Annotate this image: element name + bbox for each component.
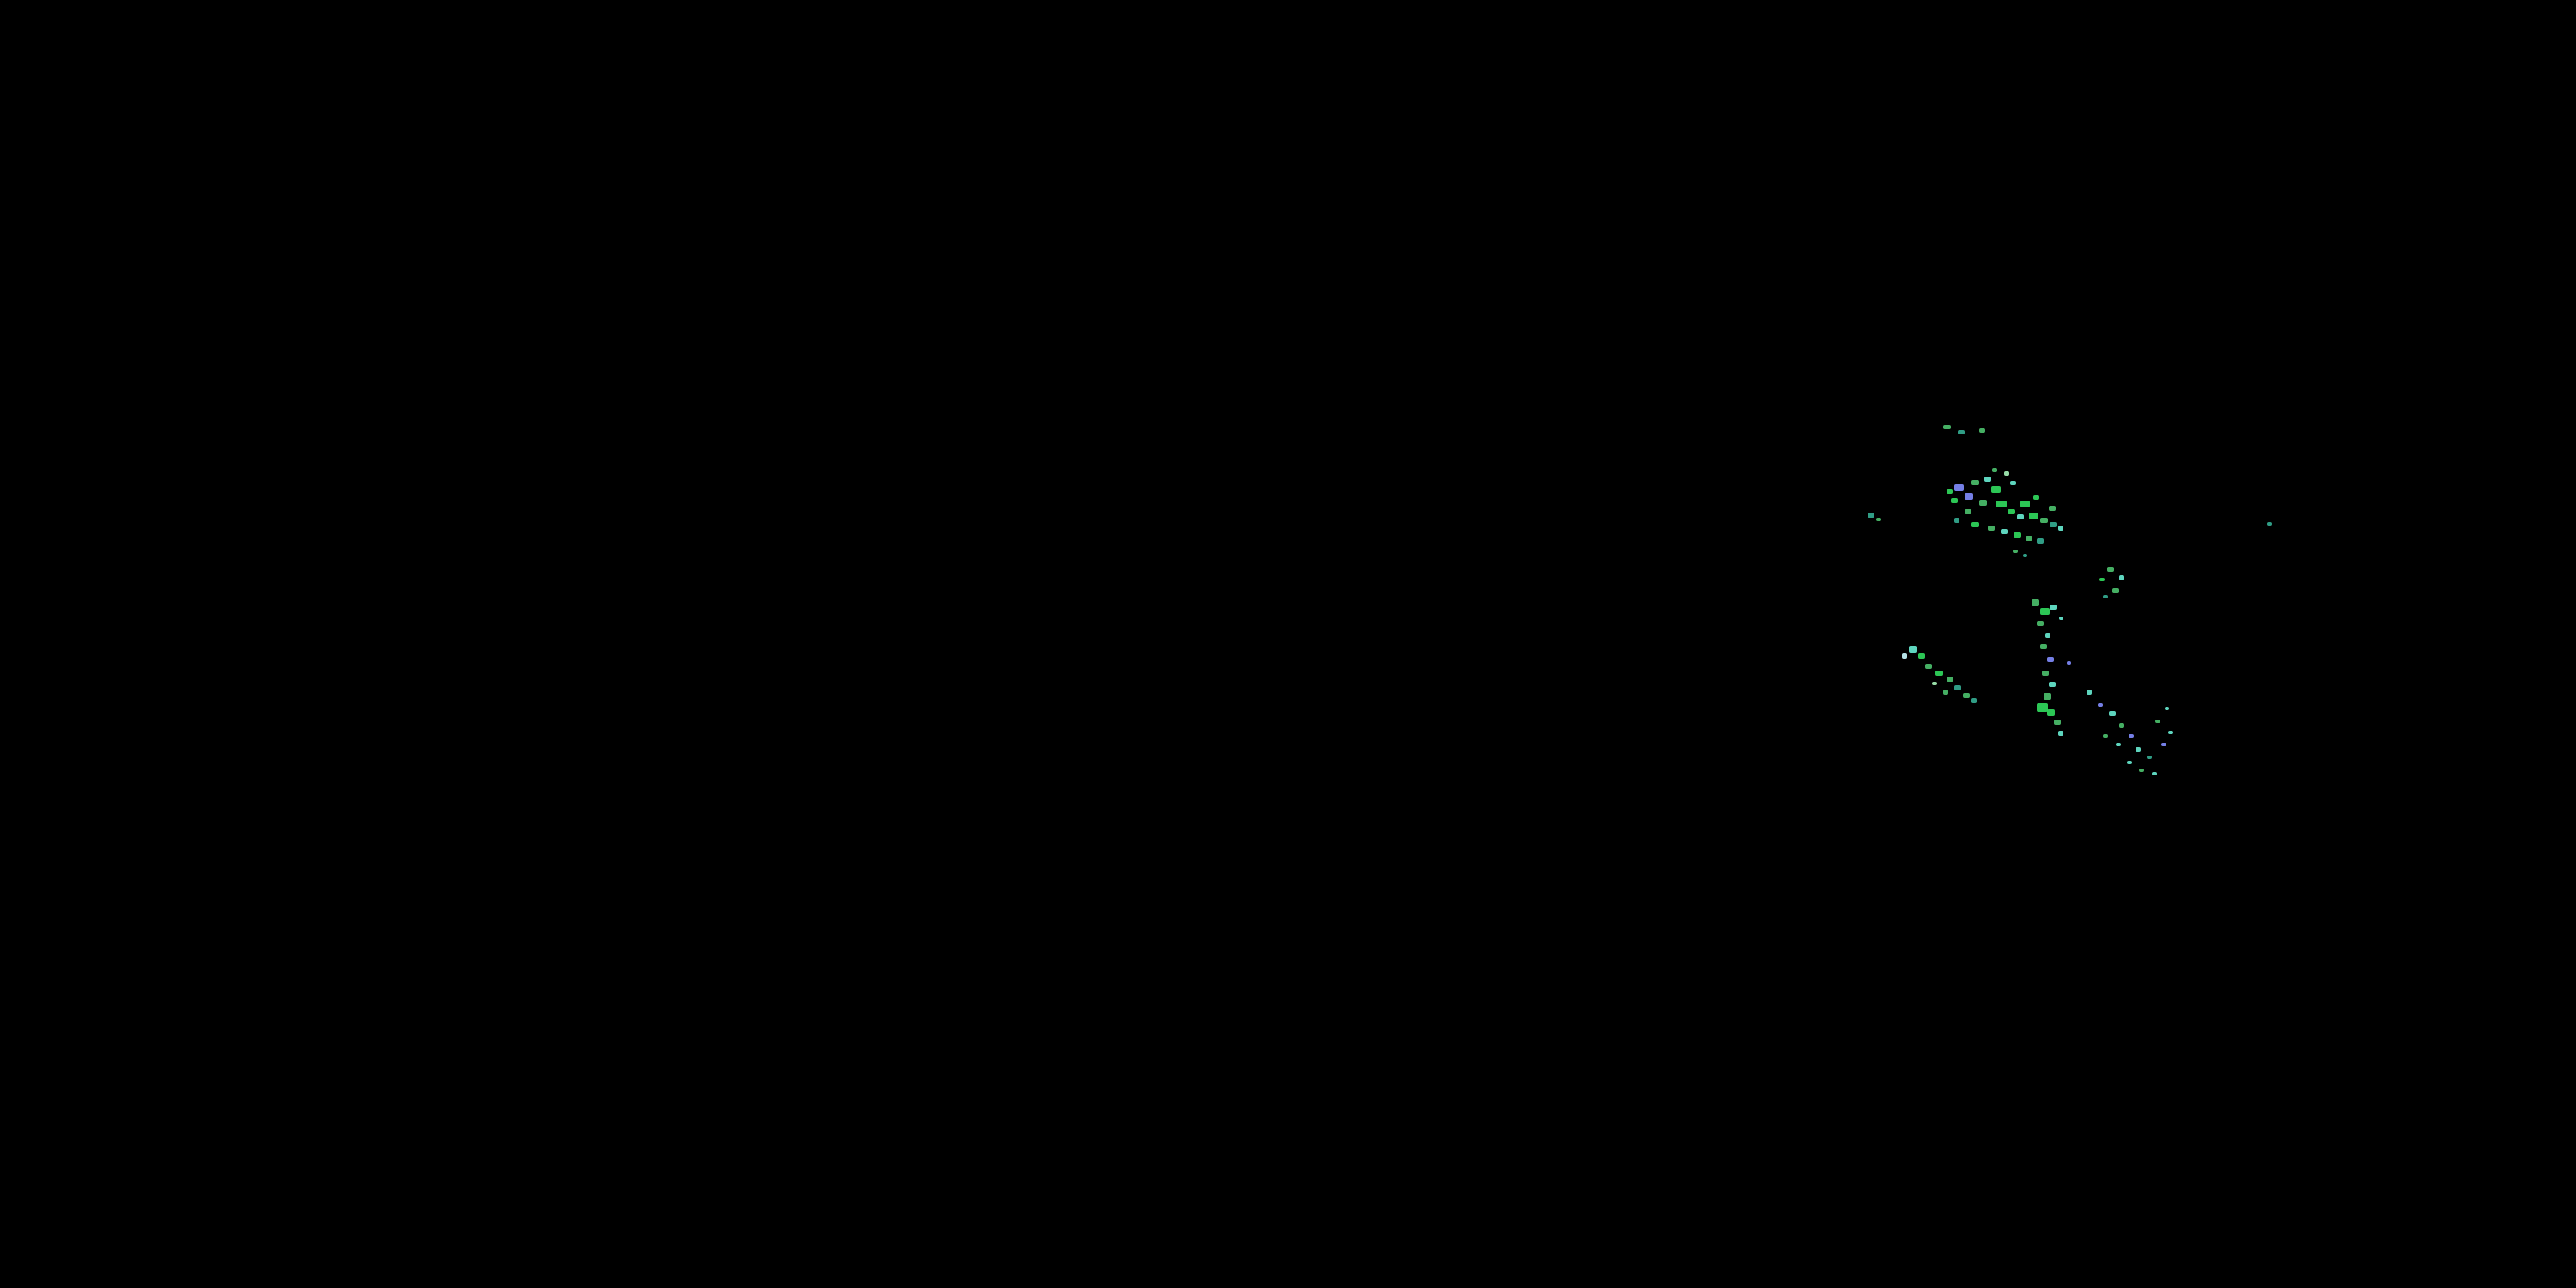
- speckle: [2050, 522, 2057, 527]
- speckle: [2010, 481, 2016, 485]
- speckle: [2127, 761, 2132, 764]
- speckle: [2001, 529, 2008, 534]
- speckle: [2058, 526, 2063, 531]
- speckle: [2054, 720, 2061, 725]
- speckle: [2067, 661, 2071, 665]
- speckle: [2147, 756, 2152, 759]
- speckle: [2049, 682, 2056, 687]
- speckle: [1954, 484, 1964, 491]
- speckle: [1943, 425, 1951, 429]
- speckle: [2168, 731, 2173, 734]
- speckle: [2040, 644, 2047, 649]
- speckle: [1965, 509, 1971, 514]
- speckle: [2033, 495, 2039, 500]
- speckle: [2058, 731, 2063, 736]
- speckle: [1979, 500, 1987, 506]
- speckle: [1947, 677, 1953, 682]
- speckle: [1954, 685, 1961, 690]
- speckle: [2017, 514, 2024, 519]
- speckle: [2029, 513, 2038, 519]
- speckle: [2112, 588, 2119, 593]
- speckle: [1971, 698, 1977, 703]
- speckle: [1996, 501, 2007, 507]
- speckle: [1971, 480, 1979, 485]
- speckle: [2103, 595, 2108, 598]
- speckle: [1984, 477, 1991, 482]
- speckle: [1954, 518, 1959, 523]
- speckle: [2107, 567, 2114, 572]
- speckle: [2116, 743, 2121, 746]
- speckle: [1932, 682, 1937, 685]
- speckle: [2026, 536, 2032, 541]
- speckle: [2047, 709, 2055, 716]
- speckle: [2040, 608, 2050, 615]
- speckle: [1951, 498, 1958, 503]
- speckle: [2004, 471, 2009, 476]
- speckle: [2023, 554, 2027, 557]
- speckle: [1876, 518, 1881, 521]
- speckle: [1988, 526, 1995, 531]
- speckle: [2267, 522, 2272, 526]
- speckle: [1965, 493, 1973, 500]
- speckle: [2040, 518, 2048, 523]
- speckle: [2087, 690, 2092, 695]
- speckle: [2037, 538, 2044, 544]
- speckle: [2119, 575, 2124, 580]
- speckle: [2129, 734, 2134, 738]
- speckle: [2045, 633, 2050, 638]
- speckle: [1918, 653, 1925, 659]
- speckle: [2037, 621, 2044, 626]
- speckle: [2099, 578, 2105, 581]
- speckle: [1909, 646, 1917, 653]
- speckle: [2059, 617, 2063, 620]
- speckle: [2042, 671, 2049, 676]
- speckle: [1902, 653, 1907, 659]
- speckle: [2020, 501, 2030, 507]
- speckle: [1925, 664, 1932, 669]
- speckle: [2109, 711, 2116, 716]
- speckle: [1971, 522, 1979, 527]
- speckle: [1868, 513, 1874, 518]
- speckle: [2155, 720, 2160, 723]
- speckle: [2098, 703, 2103, 707]
- speckle: [2032, 599, 2039, 606]
- speckle: [2008, 509, 2015, 514]
- speckle: [2103, 734, 2108, 738]
- speckle: [1963, 693, 1970, 698]
- speckle: [1958, 430, 1965, 434]
- speckle: [2014, 532, 2021, 538]
- speckle: [2013, 550, 2018, 553]
- speckle: [2165, 707, 2169, 710]
- speckle: [1947, 489, 1953, 494]
- speckle: [2119, 723, 2124, 728]
- speckle: [1935, 671, 1943, 676]
- speckle: [1992, 468, 1997, 472]
- speckle: [1991, 486, 2001, 493]
- speckle: [2136, 747, 2141, 752]
- speckle: [1943, 690, 1948, 695]
- speckle: [2152, 772, 2157, 775]
- speckle: [2050, 605, 2057, 610]
- speckle: [2037, 703, 2048, 712]
- speckle: [2139, 769, 2144, 772]
- speckle: [2161, 743, 2166, 746]
- speckle: [1979, 428, 1985, 433]
- speckle: [2047, 657, 2054, 662]
- speckle: [2044, 693, 2051, 700]
- speckle: [2049, 506, 2056, 511]
